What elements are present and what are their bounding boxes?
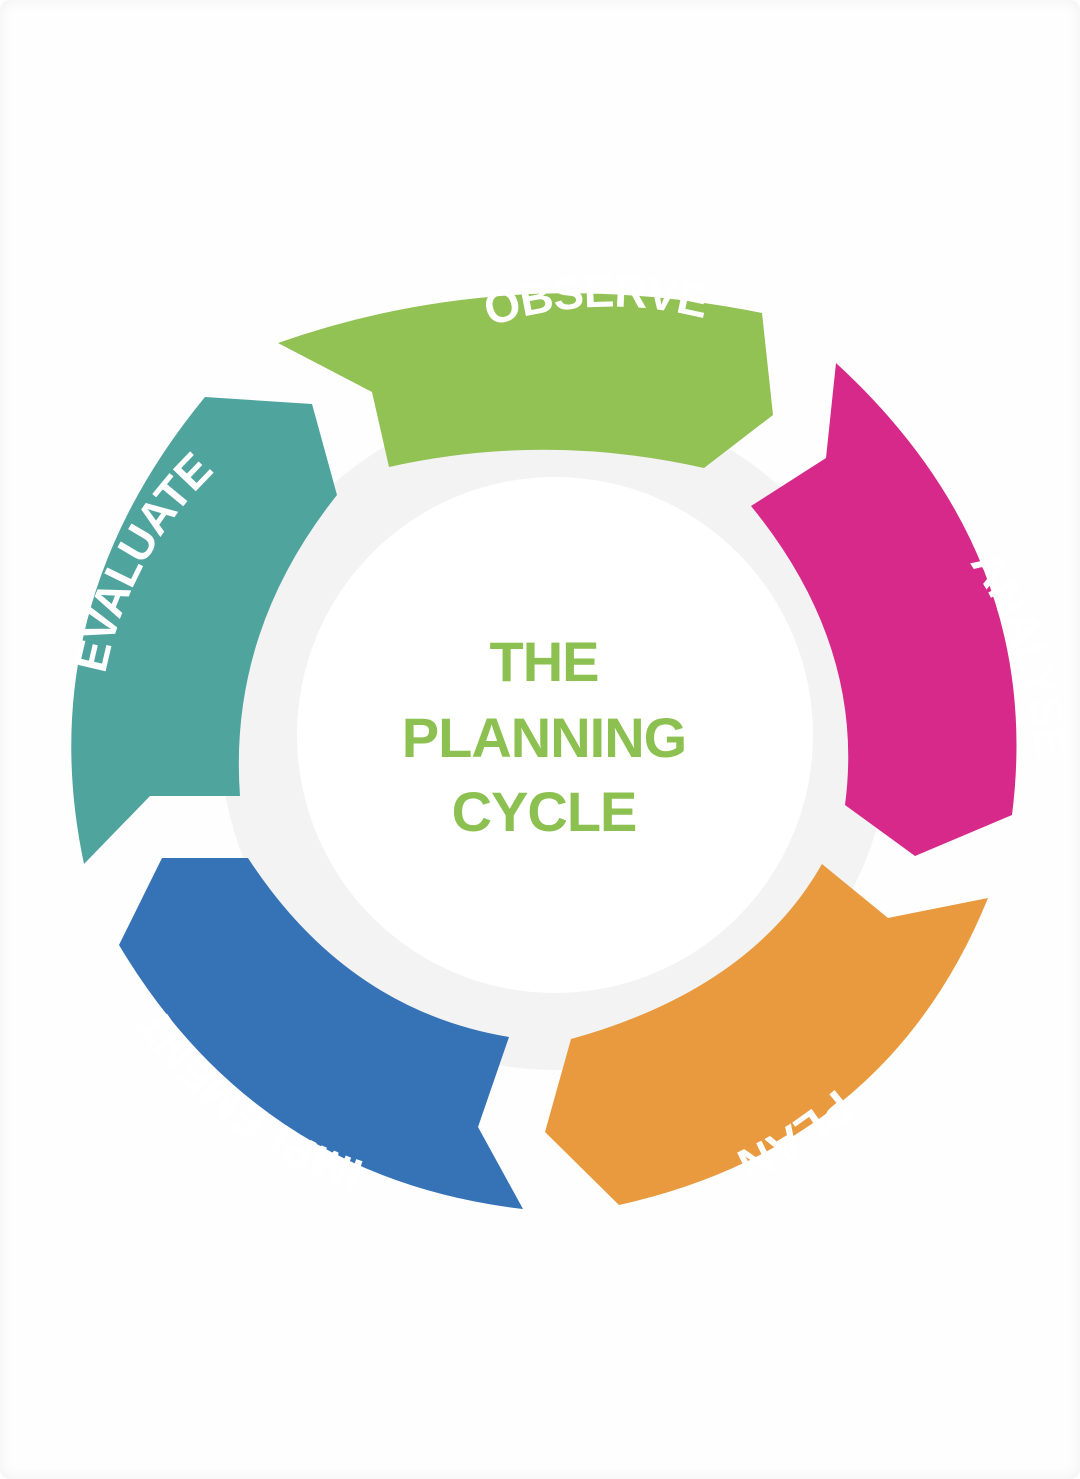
center-title-line-3: CYCLE	[452, 780, 637, 843]
evaluate-arrow	[71, 397, 338, 864]
analyse-arrow	[751, 363, 1017, 856]
plan-arrow	[545, 864, 988, 1205]
center-title-line-2: PLANNING	[402, 706, 686, 769]
center-title-line-1: THE	[490, 630, 599, 693]
cycle-hub	[297, 477, 813, 993]
observe-arrow	[278, 293, 773, 468]
implement-arrow	[119, 858, 523, 1209]
